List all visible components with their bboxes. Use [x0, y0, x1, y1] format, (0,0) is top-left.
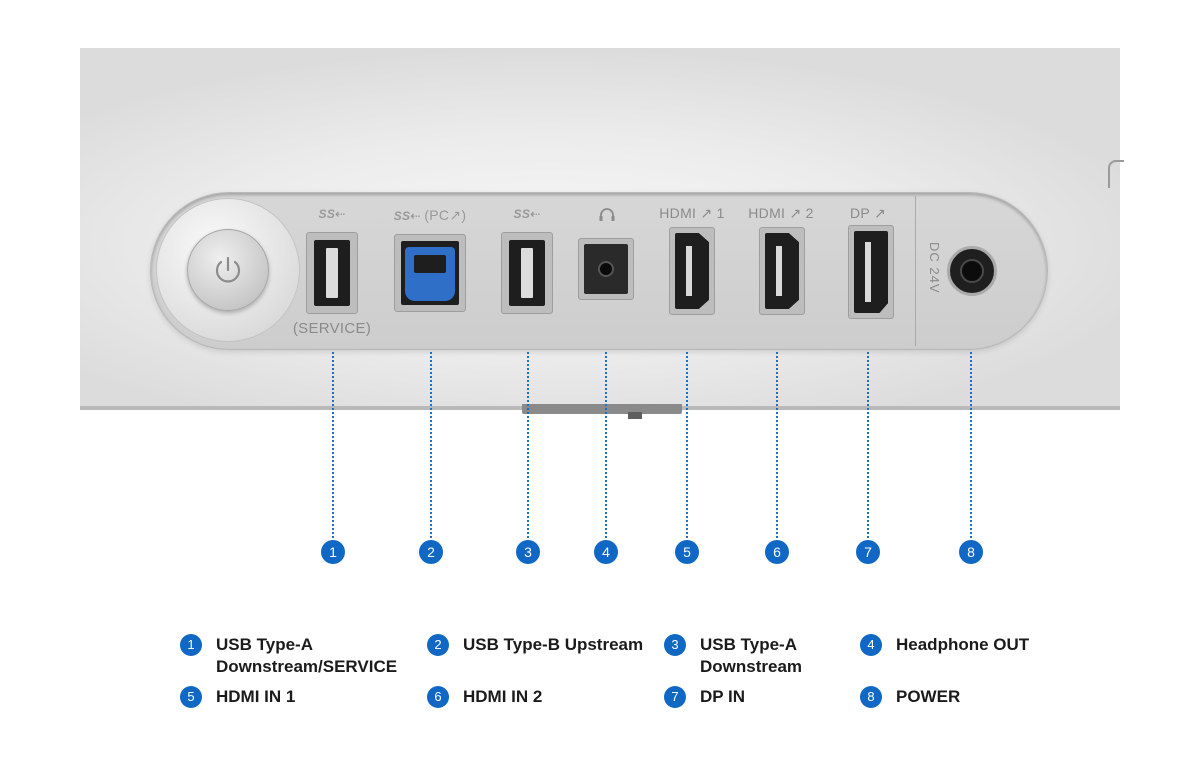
stand-foot	[522, 404, 682, 414]
legend-label: Headphone OUT	[896, 635, 1030, 654]
service-label: (SERVICE)	[292, 320, 372, 337]
leader-line-4	[605, 352, 607, 538]
marker-8: 8	[959, 540, 983, 564]
dp-port	[854, 231, 888, 313]
legend-item-4: 4 Headphone OUT	[860, 634, 1096, 656]
legend-number: 4	[860, 634, 882, 656]
hdmi1-tongue	[686, 246, 692, 296]
legend-number: 1	[180, 634, 202, 656]
usb-a-tongue	[521, 248, 533, 298]
legend-item-5: 5 HDMI IN 1	[180, 686, 416, 708]
leader-line-8	[970, 352, 972, 538]
marker-2: 2	[419, 540, 443, 564]
hdmi1-label: HDMI ↗ 1	[659, 205, 725, 221]
marker-3: 3	[516, 540, 540, 564]
stand-nub	[628, 412, 642, 419]
usb-a-tongue	[326, 248, 338, 298]
leader-line-5	[686, 352, 688, 538]
usb-superspeed-logo: SS⇠	[318, 207, 346, 221]
legend-number: 5	[180, 686, 202, 708]
legend-number: 6	[427, 686, 449, 708]
marker-6: 6	[765, 540, 789, 564]
legend-label: DP IN	[700, 687, 746, 706]
marker-5: 5	[675, 540, 699, 564]
dc-power-port-inner	[960, 259, 984, 283]
headphone-jack	[598, 261, 614, 277]
legend-label: HDMI IN 1	[216, 687, 296, 706]
leader-line-3	[527, 352, 529, 538]
legend-number: 2	[427, 634, 449, 656]
power-icon	[215, 256, 241, 283]
dp-label: DP ↗	[849, 205, 887, 221]
marker-1: 1	[321, 540, 345, 564]
panel-divider	[915, 196, 916, 346]
usb-superspeed-logo: SS⇠ (PC↗)	[393, 207, 467, 223]
usb-superspeed-logo: SS⇠	[513, 207, 541, 221]
legend-item-7: 7 DP IN	[664, 686, 900, 708]
dp-tongue	[865, 242, 871, 302]
marker-7: 7	[856, 540, 880, 564]
legend-label: USB Type-B Upstream	[463, 635, 644, 654]
legend-item-6: 6 HDMI IN 2	[427, 686, 663, 708]
legend-label: HDMI IN 2	[463, 687, 543, 706]
legend-number: 7	[664, 686, 686, 708]
legend-number: 3	[664, 634, 686, 656]
headphone-icon	[599, 208, 615, 221]
legend-number: 8	[860, 686, 882, 708]
dc-label: DC 24V	[927, 242, 942, 294]
hdmi2-tongue	[776, 246, 782, 296]
legend-label: POWER	[896, 687, 961, 706]
leader-line-1	[332, 352, 334, 538]
marker-4: 4	[594, 540, 618, 564]
monitor-edge	[1108, 160, 1124, 188]
hdmi2-label: HDMI ↗ 2	[748, 205, 814, 221]
usb-b-pins	[414, 255, 446, 273]
leader-line-6	[776, 352, 778, 538]
legend-item-8: 8 POWER	[860, 686, 1096, 708]
leader-line-7	[867, 352, 869, 538]
leader-line-2	[430, 352, 432, 538]
hdmi2-port	[765, 233, 799, 309]
hdmi1-port	[675, 233, 709, 309]
legend-item-2: 2 USB Type-B Upstream	[427, 634, 663, 656]
